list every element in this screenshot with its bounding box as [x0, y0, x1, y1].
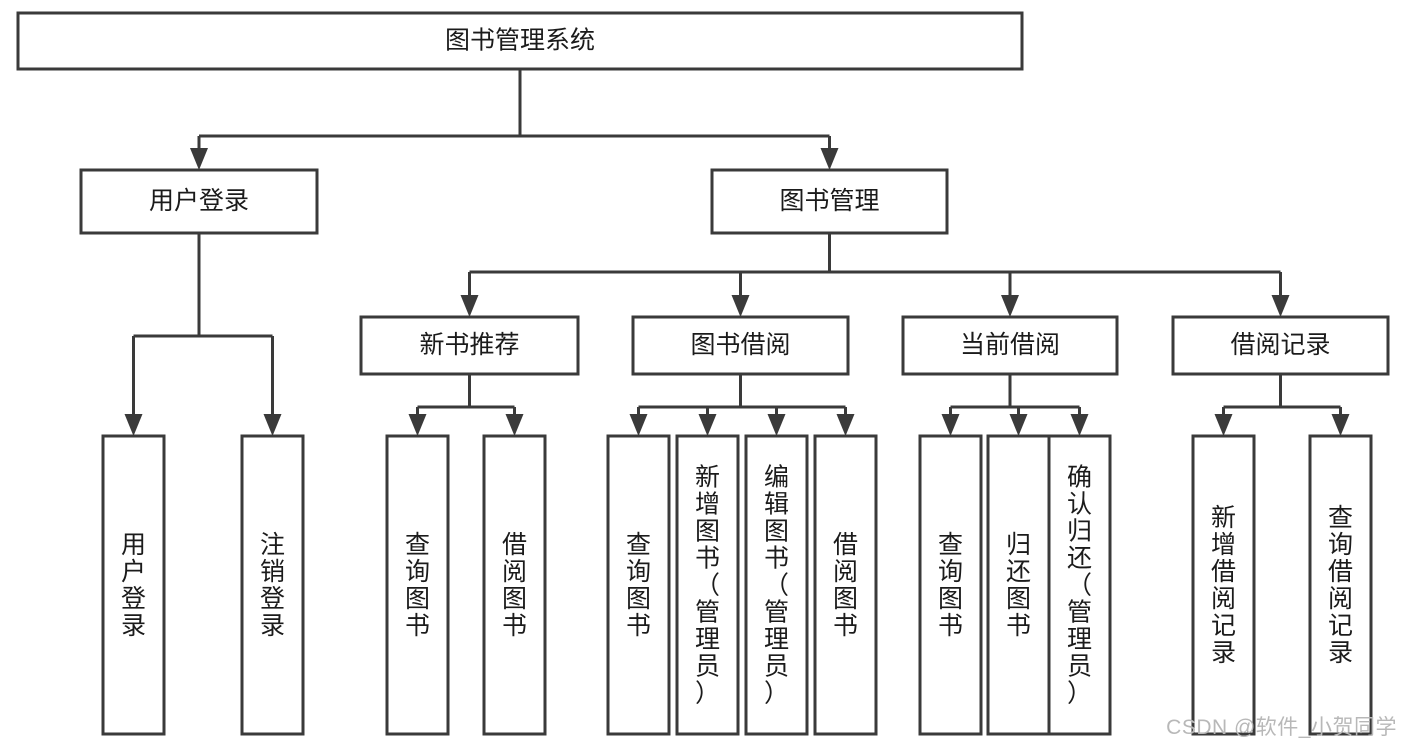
bookmgmt-to-level3-arrow-2	[1001, 295, 1019, 317]
root-to-level2-arrow-0	[190, 148, 208, 170]
node-leaf-add-book-admin-box[interactable]	[675, 434, 740, 736]
node-leaf-return-book-box[interactable]	[986, 434, 1051, 736]
l3-1-to-leaves-arrow-1	[698, 414, 717, 436]
node-new-book-recommend[interactable]: 新书推荐	[359, 315, 580, 376]
l3-0-to-leaves-arrow-0	[408, 414, 427, 436]
userlogin-to-leaves-arrow-1	[263, 414, 282, 436]
node-leaf-borrow-book-2-label: 借阅图书	[833, 531, 858, 640]
node-root-system[interactable]: 图书管理系统	[16, 11, 1024, 71]
l3-2-to-leaves-arrow-0	[941, 414, 960, 436]
node-layer: 图书管理系统用户登录图书管理新书推荐图书借阅当前借阅借阅记录用户登录注销登录查询…	[16, 11, 1390, 736]
node-leaf-add-book-admin[interactable]: 新增图书（管理员）	[675, 434, 740, 736]
node-leaf-add-borrow-record[interactable]: 新增借阅记录	[1191, 434, 1256, 736]
node-leaf-return-book[interactable]: 归还图书	[986, 434, 1051, 736]
node-leaf-edit-book-admin-label: 编辑图书（管理员）	[764, 464, 789, 708]
node-user-login-box[interactable]	[79, 168, 319, 235]
node-leaf-query-borrow-record[interactable]: 查询借阅记录	[1308, 434, 1373, 736]
l3-0-to-leaves-arrow-1	[505, 414, 524, 436]
node-root-system-box[interactable]	[16, 11, 1024, 71]
node-leaf-query-borrow-record-label: 查询借阅记录	[1328, 504, 1353, 667]
node-leaf-user-login[interactable]: 用户登录	[101, 434, 166, 736]
node-leaf-logout-login-box[interactable]	[240, 434, 305, 736]
node-book-management-box[interactable]	[710, 168, 949, 235]
node-book-borrow[interactable]: 图书借阅	[631, 315, 850, 376]
node-leaf-add-borrow-record-box[interactable]	[1191, 434, 1256, 736]
node-user-login-label: 用户登录	[149, 187, 249, 215]
node-leaf-query-book-1[interactable]: 查询图书	[385, 434, 450, 736]
l3-3-to-leaves-arrow-1	[1331, 414, 1350, 436]
node-leaf-query-book-1-label: 查询图书	[405, 531, 430, 640]
node-leaf-logout-login-label: 注销登录	[260, 531, 285, 640]
node-leaf-confirm-return-admin[interactable]: 确认归还（管理员）	[1047, 434, 1112, 736]
node-leaf-return-book-label: 归还图书	[1006, 531, 1031, 640]
node-leaf-query-borrow-record-box[interactable]	[1308, 434, 1373, 736]
node-borrow-record-box[interactable]	[1171, 315, 1390, 376]
l3-1-to-leaves-arrow-2	[767, 414, 786, 436]
root-to-level2-arrow-1	[820, 148, 839, 170]
node-current-borrow-label: 当前借阅	[960, 331, 1060, 359]
node-book-management[interactable]: 图书管理	[710, 168, 949, 235]
node-leaf-borrow-book-1-label: 借阅图书	[502, 531, 527, 640]
node-root-system-label: 图书管理系统	[445, 27, 595, 55]
node-current-borrow-box[interactable]	[901, 315, 1119, 376]
l3-1-to-leaves-arrow-0	[629, 414, 648, 436]
node-leaf-query-book-2-label: 查询图书	[626, 531, 651, 640]
node-user-login[interactable]: 用户登录	[79, 168, 319, 235]
node-leaf-borrow-book-2[interactable]: 借阅图书	[813, 434, 878, 736]
connector-layer	[124, 69, 1350, 436]
node-leaf-query-book-1-box[interactable]	[385, 434, 450, 736]
l3-3-to-leaves-arrow-0	[1214, 414, 1233, 436]
node-current-borrow[interactable]: 当前借阅	[901, 315, 1119, 376]
l3-2-to-leaves-arrow-2	[1070, 414, 1089, 436]
node-leaf-query-book-2[interactable]: 查询图书	[606, 434, 671, 736]
node-new-book-recommend-box[interactable]	[359, 315, 580, 376]
bookmgmt-to-level3-arrow-3	[1271, 295, 1290, 317]
bookmgmt-to-level3-arrow-0	[460, 295, 479, 317]
node-new-book-recommend-label: 新书推荐	[419, 331, 519, 359]
node-leaf-query-book-3-label: 查询图书	[938, 531, 963, 640]
node-leaf-borrow-book-2-box[interactable]	[813, 434, 878, 736]
node-borrow-record-label: 借阅记录	[1230, 331, 1330, 359]
node-book-borrow-box[interactable]	[631, 315, 850, 376]
node-leaf-query-book-3-box[interactable]	[918, 434, 983, 736]
bookmgmt-to-level3-arrow-1	[731, 295, 750, 317]
node-leaf-confirm-return-admin-label: 确认归还（管理员）	[1067, 464, 1092, 708]
node-book-management-label: 图书管理	[779, 187, 879, 215]
node-leaf-user-login-label: 用户登录	[121, 531, 146, 640]
node-leaf-borrow-book-1-box[interactable]	[482, 434, 547, 736]
node-leaf-add-book-admin-label: 新增图书（管理员）	[695, 464, 720, 708]
node-leaf-user-login-box[interactable]	[101, 434, 166, 736]
node-leaf-borrow-book-1[interactable]: 借阅图书	[482, 434, 547, 736]
l3-2-to-leaves-arrow-1	[1009, 414, 1028, 436]
userlogin-to-leaves-arrow-0	[124, 414, 143, 436]
watermark-label: CSDN @软件_小贺同学	[1166, 716, 1397, 739]
node-leaf-edit-book-admin-box[interactable]	[744, 434, 809, 736]
node-leaf-query-book-3[interactable]: 查询图书	[918, 434, 983, 736]
node-leaf-add-borrow-record-label: 新增借阅记录	[1211, 504, 1236, 667]
node-book-borrow-label: 图书借阅	[690, 331, 790, 359]
node-leaf-confirm-return-admin-box[interactable]	[1047, 434, 1112, 736]
l3-1-to-leaves-arrow-3	[836, 414, 855, 436]
node-leaf-edit-book-admin[interactable]: 编辑图书（管理员）	[744, 434, 809, 736]
node-borrow-record[interactable]: 借阅记录	[1171, 315, 1390, 376]
node-leaf-logout-login[interactable]: 注销登录	[240, 434, 305, 736]
node-leaf-query-book-2-box[interactable]	[606, 434, 671, 736]
